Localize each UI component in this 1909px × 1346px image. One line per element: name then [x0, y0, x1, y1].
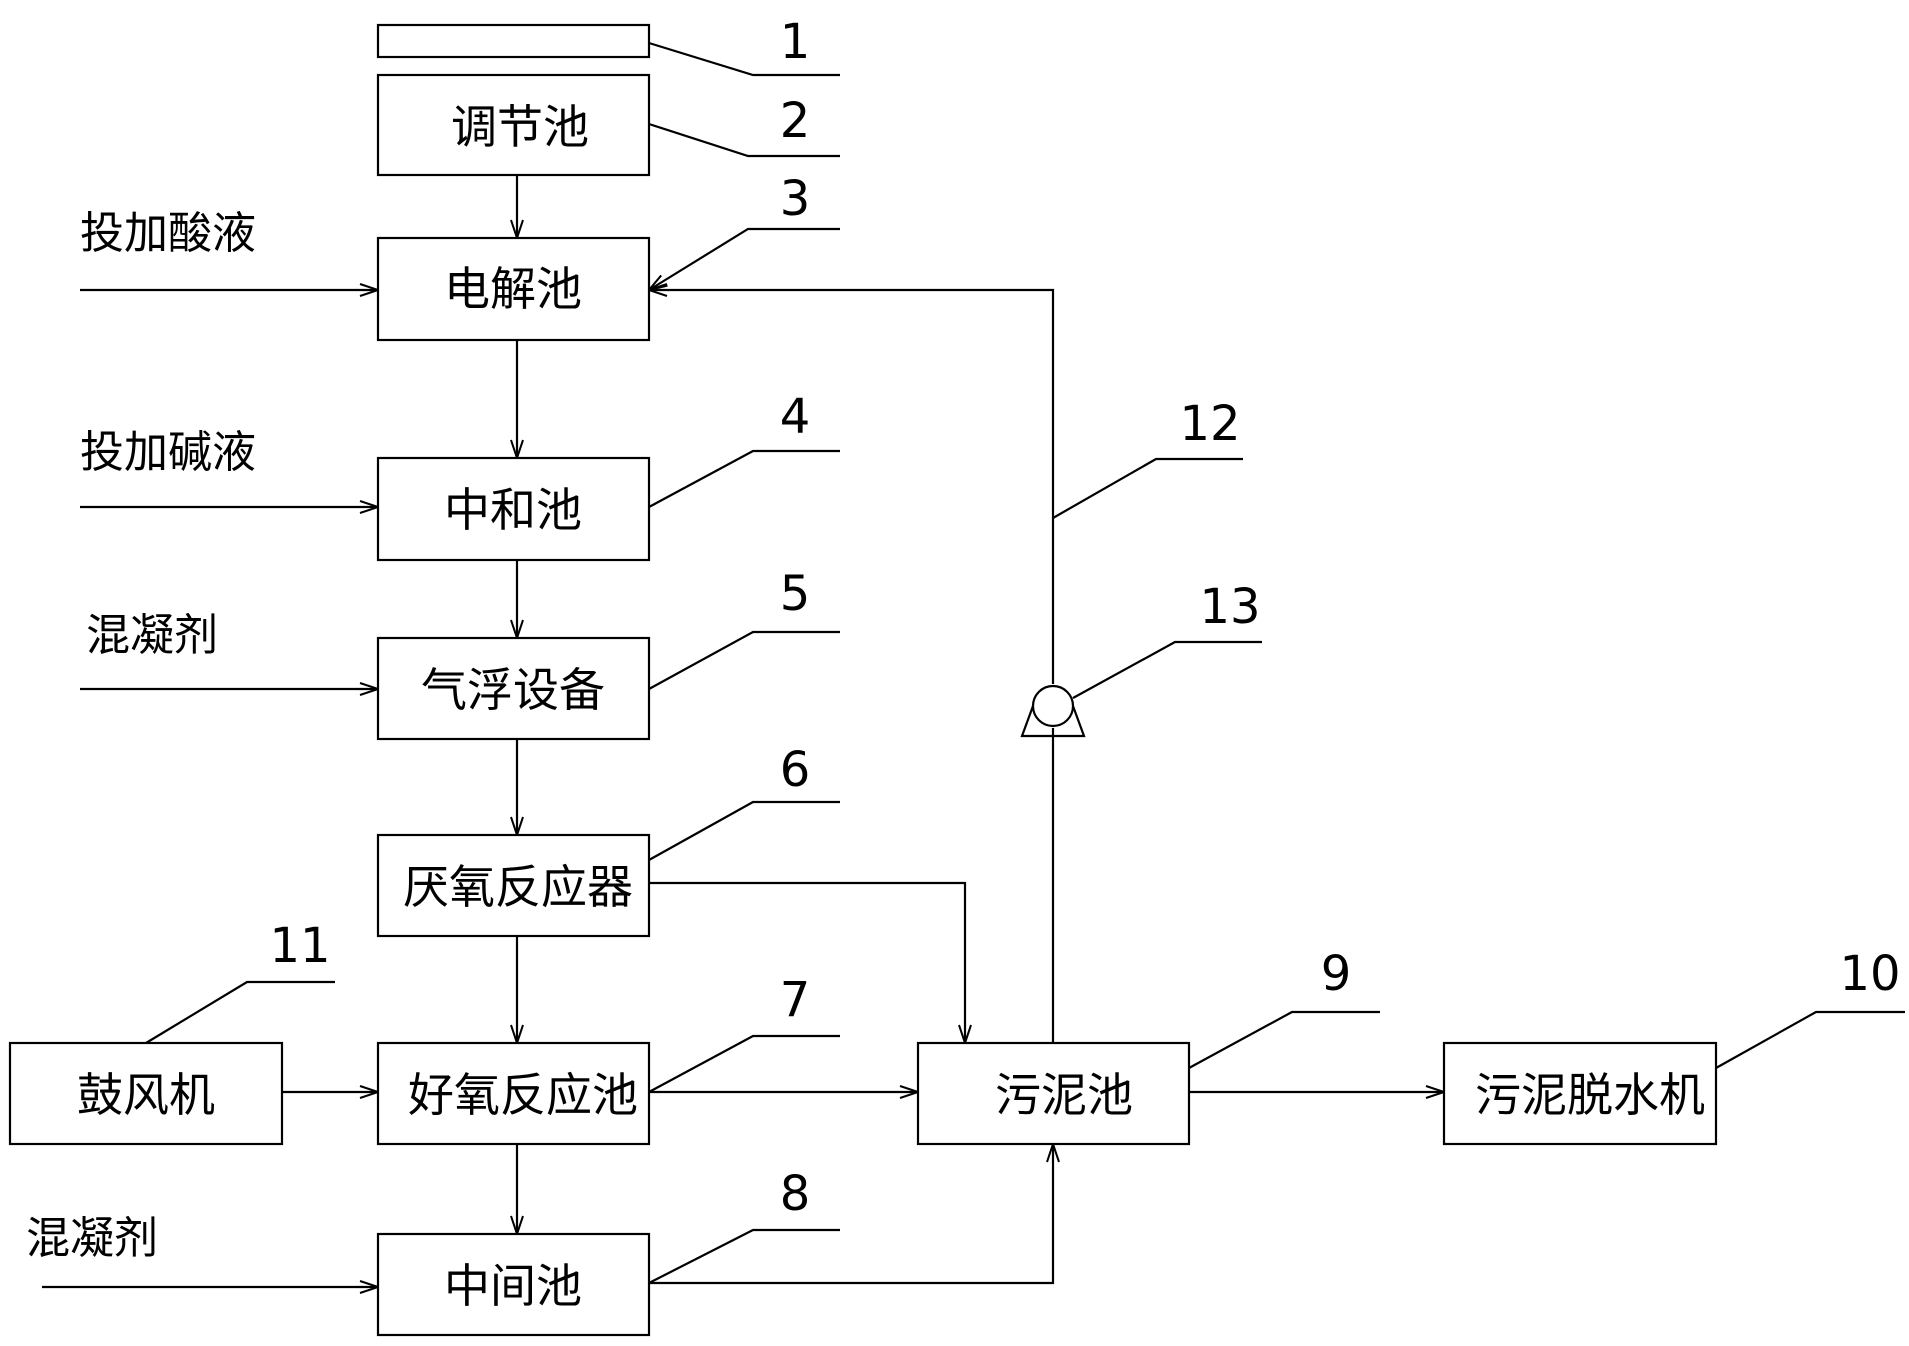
dianjie-label: 电解池	[444, 262, 582, 316]
callout-5: 5	[648, 566, 840, 690]
zhongjian-box: 中间池	[376, 1232, 651, 1337]
gufeng-box: 鼓风机	[8, 1041, 284, 1146]
haoyang-box: 好氧反应池	[376, 1041, 651, 1146]
callout-7: 7	[648, 972, 840, 1093]
wuni-box: 污泥池	[916, 1041, 1191, 1146]
svg-text:2: 2	[780, 93, 811, 149]
coagulant-2-label: 混凝剂	[26, 1213, 158, 1264]
alkali-input-label: 投加碱液	[80, 427, 256, 478]
svg-text:11: 11	[269, 918, 330, 974]
pump-icon	[1020, 684, 1086, 738]
qifu-label: 气浮设备	[421, 663, 605, 717]
callout-12: 12	[1052, 396, 1243, 519]
zhonghe-label: 中和池	[444, 483, 582, 537]
wuni-label: 污泥池	[995, 1068, 1133, 1122]
callout-10: 10	[1715, 946, 1905, 1069]
tiaojie-box: 调节池	[376, 73, 651, 177]
gufeng-label: 鼓风机	[77, 1068, 215, 1122]
svg-text:4: 4	[780, 389, 811, 445]
callout-4: 4	[648, 389, 840, 508]
svg-text:7: 7	[780, 972, 811, 1028]
callout-9: 9	[1188, 946, 1380, 1069]
svg-text:13: 13	[1199, 579, 1260, 635]
zhonghe-box: 中和池	[376, 456, 651, 562]
svg-text:1: 1	[780, 14, 811, 70]
acid-input-label: 投加酸液	[80, 208, 256, 259]
haoyang-label: 好氧反应池	[408, 1068, 638, 1122]
callout-2: 2	[648, 93, 840, 158]
arrow-zhongjian-wuni	[649, 1144, 1053, 1285]
coagulant-1-label: 混凝剂	[86, 610, 218, 661]
yanyang-label: 厌氧反应器	[403, 860, 633, 914]
callout-1: 1	[648, 14, 840, 77]
svg-text:9: 9	[1321, 946, 1352, 1002]
yanyang-box: 厌氧反应器	[376, 833, 651, 938]
svg-text:12: 12	[1179, 396, 1240, 452]
return-line-upper	[649, 290, 1055, 684]
svg-text:3: 3	[780, 171, 811, 227]
svg-text:10: 10	[1839, 946, 1900, 1002]
svg-text:5: 5	[780, 566, 811, 622]
qifu-box: 气浮设备	[376, 636, 651, 741]
top-plate-box	[376, 23, 651, 59]
svg-text:6: 6	[780, 742, 811, 798]
zhongjian-label: 中间池	[444, 1259, 582, 1313]
tiaojie-label: 调节池	[451, 100, 589, 154]
svg-text:8: 8	[780, 1166, 811, 1222]
callout-3: 3	[649, 171, 840, 290]
dianjie-box: 电解池	[376, 236, 651, 342]
callout-6: 6	[648, 742, 840, 861]
callout-13: 13	[1072, 579, 1262, 699]
arrow-yanyang-wuni	[649, 881, 965, 1043]
callout-11: 11	[145, 918, 335, 1044]
callout-8: 8	[648, 1166, 840, 1284]
tuoshui-label: 污泥脱水机	[1475, 1068, 1705, 1122]
tuoshui-box: 污泥脱水机	[1442, 1041, 1718, 1146]
